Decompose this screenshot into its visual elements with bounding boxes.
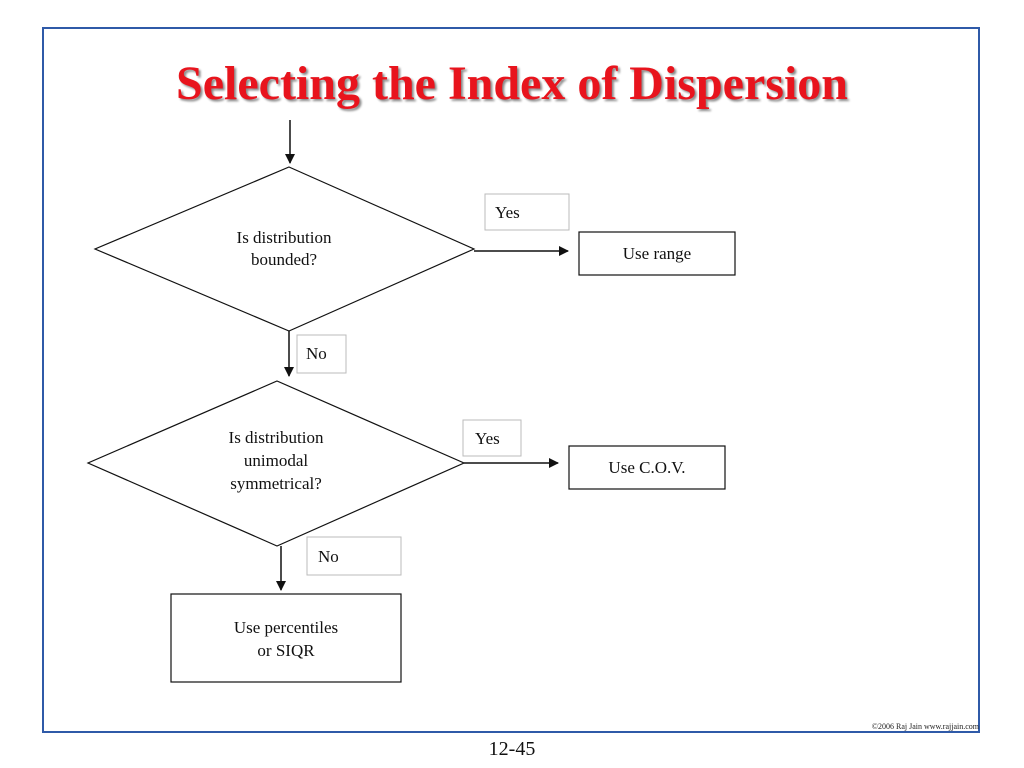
outcome-use-percentiles xyxy=(170,593,402,683)
decision-bounded-line1: Is distribution xyxy=(237,228,332,247)
decision-bounded-line2: bounded? xyxy=(251,250,317,269)
outcome-use-cov-label: Use C.O.V. xyxy=(608,458,685,477)
edge-label-box-d1-no xyxy=(296,334,347,374)
edge-label-box-d1-yes xyxy=(484,193,570,231)
decision-unimodal-line3: symmetrical? xyxy=(230,474,322,493)
decision-unimodal-line2: unimodal xyxy=(244,451,308,470)
outcome-use-percentiles-line2: or SIQR xyxy=(257,641,315,660)
decision-bounded xyxy=(93,166,476,332)
decision-unimodal-line1: Is distribution xyxy=(229,428,324,447)
edge-label-box-d2-no xyxy=(306,536,402,576)
slide-number: 12-45 xyxy=(488,738,536,760)
edge-label-d2-no: No xyxy=(318,547,339,566)
copyright-notice: ©2006 Raj Jain www.rajjain.com xyxy=(871,722,979,731)
edge-label-box-d2-yes xyxy=(462,419,522,457)
outcome-use-percentiles-line1: Use percentiles xyxy=(234,618,338,637)
outcome-use-range xyxy=(578,231,736,276)
edge-label-d2-yes: Yes xyxy=(475,429,500,448)
edge-label-d1-yes: Yes xyxy=(495,203,520,222)
slide-title: Selecting the Index of Dispersion xyxy=(176,57,848,110)
outcome-use-cov xyxy=(568,445,726,490)
slide-frame xyxy=(42,27,980,733)
outcome-use-range-label: Use range xyxy=(623,244,691,263)
edge-label-d1-no: No xyxy=(306,344,327,363)
decision-unimodal-symmetrical xyxy=(86,380,466,547)
